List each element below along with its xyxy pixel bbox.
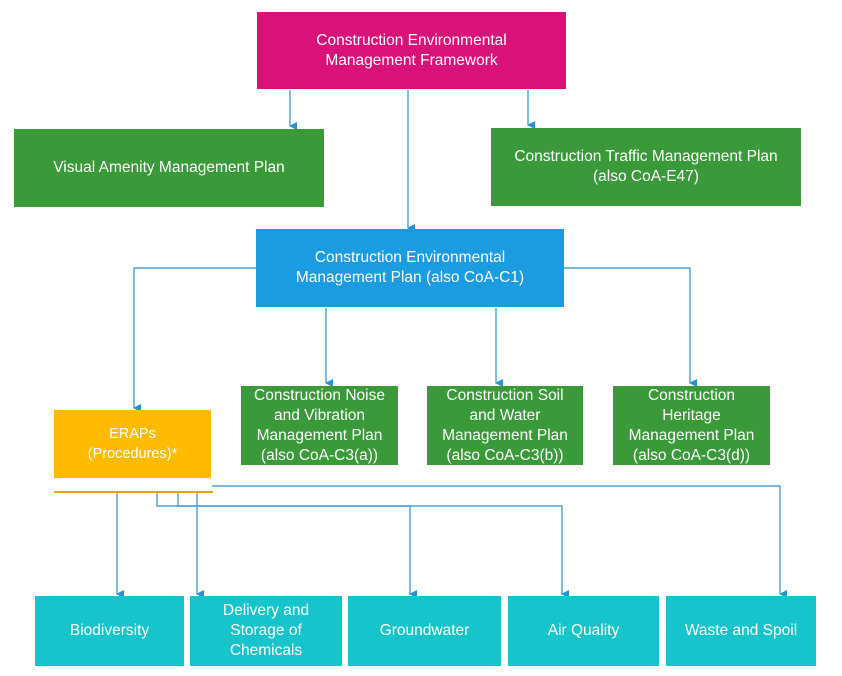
framework-box: Construction Environmental Management Fr… xyxy=(257,12,566,89)
noise-vibration-plan-box: Construction Noise and Vibration Managem… xyxy=(241,386,398,465)
aspect-chemicals-box: Delivery and Storage of Chemicals xyxy=(190,596,342,666)
eraps-box: ERAPs (Procedures)* xyxy=(54,410,211,478)
traffic-plan-box: Construction Traffic Management Plan (al… xyxy=(491,128,801,206)
visual-amenity-plan-box: Visual Amenity Management Plan xyxy=(14,129,324,207)
arrow-eraps-to-groundwater xyxy=(156,492,417,598)
aspect-waste-spoil-box: Waste and Spoil xyxy=(666,596,816,666)
aspect-groundwater-box: Groundwater xyxy=(348,596,501,666)
arrow-eraps-to-air-quality xyxy=(177,492,569,598)
cemp-box: Construction Environmental Management Pl… xyxy=(256,229,564,307)
aspect-biodiversity-box: Biodiversity xyxy=(35,596,184,666)
arrow-cemp-to-eraps xyxy=(133,267,256,412)
aspect-air-quality-box: Air Quality xyxy=(508,596,659,666)
arrow-cemp-to-heritage-plan xyxy=(564,267,697,387)
heritage-plan-box: Construction Heritage Management Plan (a… xyxy=(613,386,770,465)
soil-water-plan-box: Construction Soil and Water Management P… xyxy=(427,386,583,465)
arrow-eraps-to-waste-spoil xyxy=(212,485,787,598)
